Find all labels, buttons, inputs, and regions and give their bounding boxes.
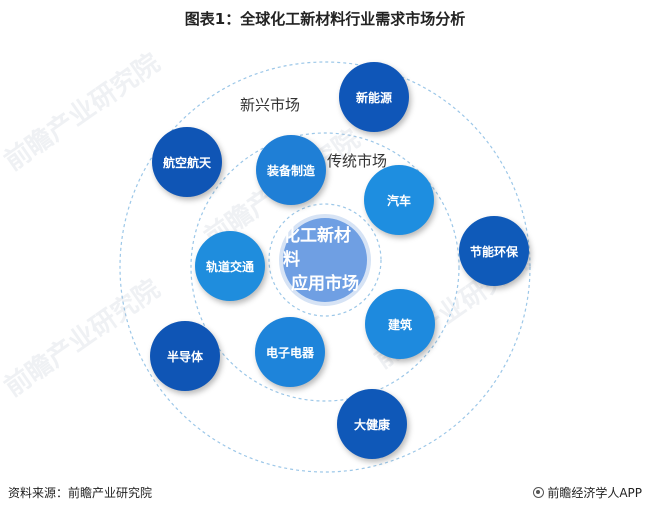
inner-ring-label: 传统市场 [327, 152, 388, 170]
source-note: 资料来源：前瞻产业研究院 [8, 486, 153, 500]
center-line-2: 应用市场 [291, 274, 359, 294]
node-automotive: 汽车 [364, 165, 434, 235]
brand-name: 前瞻经济学人APP [547, 486, 642, 500]
center-node: 化工新材料 应用市场 [279, 214, 371, 306]
node-construction: 建筑 [365, 289, 435, 359]
center-ring [268, 203, 382, 317]
node-new-energy: 新能源 [339, 62, 409, 132]
node-energy-saving: 节能环保 [459, 216, 529, 286]
node-health: 大健康 [337, 389, 407, 459]
outer-ring-label: 新兴市场 [240, 96, 301, 114]
node-rail-transit: 轨道交通 [195, 231, 265, 301]
node-electronics: 电子电器 [255, 317, 325, 387]
node-semiconductor: 半导体 [150, 321, 220, 391]
inner-ring [190, 132, 460, 402]
node-equipment-manufacturing: 装备制造 [256, 135, 326, 205]
outer-ring [119, 61, 531, 473]
brand-logo-icon [533, 487, 545, 498]
brand-credit: 前瞻经济学人APP [533, 484, 642, 501]
node-aerospace: 航空航天 [152, 127, 222, 197]
chart-title: 图表1：全球化工新材料行业需求市场分析 [184, 10, 466, 28]
center-line-1: 化工新材料 [283, 226, 351, 270]
